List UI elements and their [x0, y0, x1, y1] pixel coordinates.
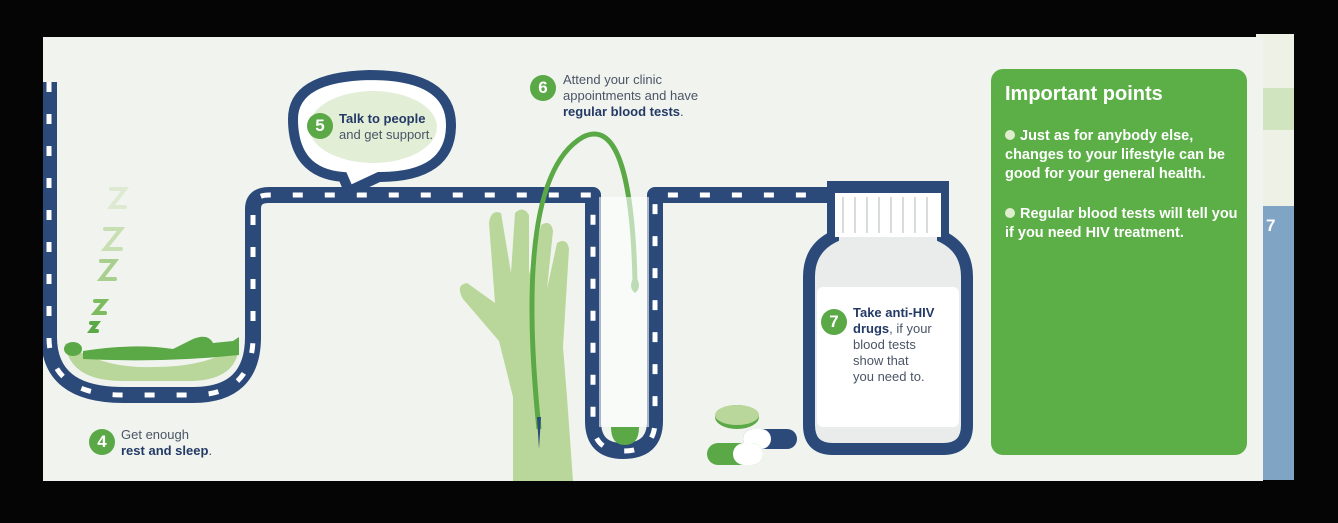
step-4-end: .: [208, 443, 213, 458]
tab-green-strip: [1262, 88, 1294, 130]
step-4-text: Get enough rest and sleep.: [121, 427, 212, 459]
sleeping-person-icon: [64, 336, 239, 361]
leaflet-page: 4 Get enough rest and sleep. 5 Talk to p…: [43, 37, 1263, 481]
step-7-rest3: show that: [853, 353, 909, 368]
zzz-icon: [87, 187, 130, 333]
arm-with-needle-icon: [459, 209, 573, 481]
panel-point-1: Just as for anybody else, changes to you…: [1005, 127, 1240, 184]
bullet-icon: [1005, 130, 1015, 140]
panel-point-2: Regular blood tests will tell you if you…: [1005, 205, 1240, 243]
bullet-icon: [1005, 208, 1015, 218]
step-5-bold: Talk to people: [339, 111, 426, 126]
medicine-bottle-icon: [803, 181, 973, 455]
pills-icon: [707, 405, 797, 465]
step-6-line1: Attend your clinic: [563, 72, 662, 87]
page-tab-number: 7: [1266, 216, 1276, 235]
step-5-text: Talk to people and get support.: [339, 111, 433, 143]
panel-point-1-text: Just as for anybody else, changes to you…: [1005, 128, 1225, 182]
step-7-bold1: Take anti-HIV: [853, 305, 935, 320]
pipe-liquid: [65, 343, 239, 381]
step-6-badge: 6: [530, 75, 556, 101]
step-7-text: Take anti-HIV drugs, if your blood tests…: [853, 305, 934, 385]
step-4-bold: rest and sleep: [121, 443, 209, 458]
panel-point-2-text: Regular blood tests will tell you if you…: [1005, 206, 1238, 241]
pipeline-illustration: [43, 69, 973, 481]
step-6-text: Attend your clinic appointments and have…: [563, 72, 698, 120]
step-4-badge: 4: [89, 429, 115, 455]
step-5-line2: and get support.: [339, 127, 433, 142]
step-7-bold2: drugs: [853, 321, 890, 336]
test-tube-icon: [599, 197, 649, 427]
important-points-panel: Important points Just as for anybody els…: [991, 69, 1247, 455]
step-6-end: .: [680, 104, 684, 119]
step-4-line1: Get enough: [121, 427, 189, 442]
tab-blue-strip: [1262, 206, 1294, 480]
step-7-rest1: , if your: [889, 321, 932, 336]
step-7-badge: 7: [821, 309, 847, 335]
step-7-rest2: blood tests: [853, 337, 916, 352]
step-5-badge: 5: [307, 113, 333, 139]
step-6-line2: appointments and have: [563, 88, 699, 103]
step-6-bold: regular blood tests: [563, 104, 681, 119]
panel-title: Important points: [1005, 83, 1163, 105]
step-7-rest4: you need to.: [853, 369, 925, 384]
pipe-arrows: [46, 82, 841, 454]
